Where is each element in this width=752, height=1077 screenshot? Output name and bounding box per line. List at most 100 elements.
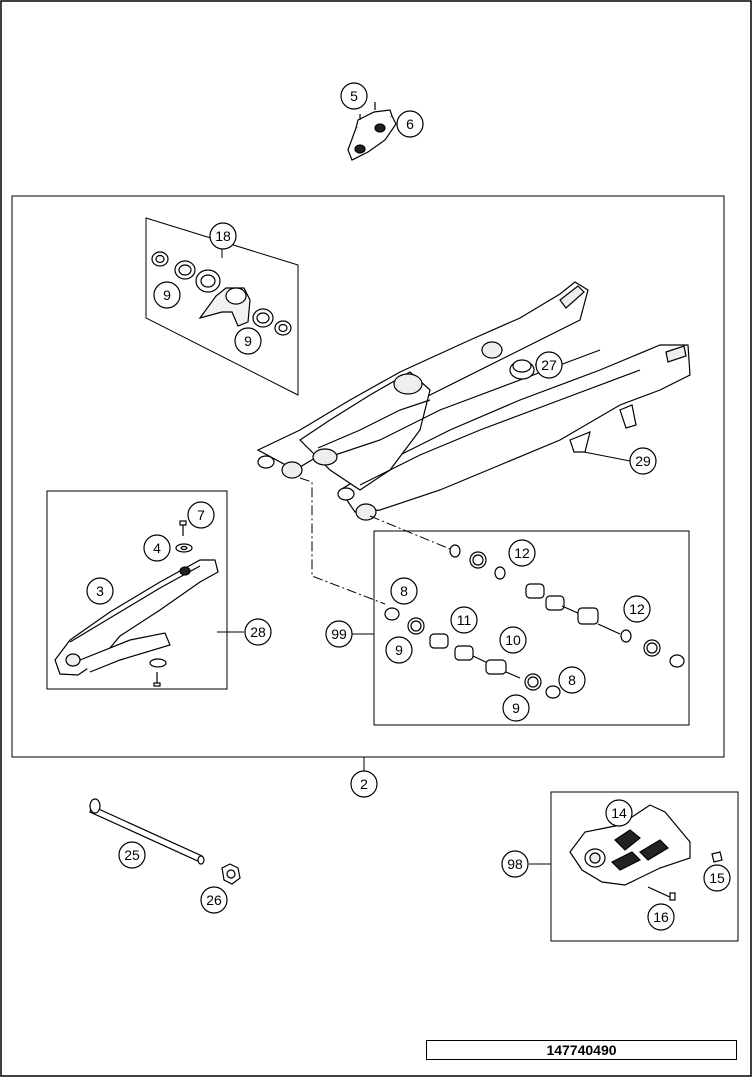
callout-circle — [623, 595, 651, 623]
callout-circle — [340, 82, 368, 110]
callout-circle — [396, 110, 424, 138]
bearing-kit-parts — [151, 251, 292, 336]
clamp-part — [347, 102, 397, 161]
callout-9: 9 — [153, 281, 181, 309]
callout-label: 2 — [360, 776, 368, 792]
chain-guide-part — [569, 804, 723, 901]
callout-label: 25 — [124, 847, 140, 863]
callout-6: 6 — [396, 110, 424, 138]
chain-guide-frame — [550, 791, 739, 942]
callout-5: 5 — [340, 82, 368, 110]
callout-label: 9 — [163, 287, 171, 303]
callout-circle — [153, 281, 181, 309]
callout-label: 4 — [153, 540, 161, 556]
callout-circle — [605, 799, 633, 827]
callout-9: 9 — [385, 636, 413, 664]
callout-circle — [86, 577, 114, 605]
callout-circle — [209, 222, 237, 250]
callout-label: 29 — [635, 453, 651, 469]
chain-slider-part — [54, 520, 219, 687]
callout-circle — [703, 864, 731, 892]
callout-9: 9 — [502, 694, 530, 722]
callout-28: 28 — [244, 618, 272, 646]
axle-part — [89, 798, 205, 865]
bearing-kit-frame — [145, 217, 299, 396]
callout-circle — [200, 886, 228, 914]
callout-circle — [629, 447, 657, 475]
axle-nut-part — [221, 863, 241, 885]
callout-label: 5 — [350, 88, 358, 104]
callout-18: 18 — [209, 222, 237, 250]
swingarm-group-frame — [11, 195, 725, 758]
callout-8: 8 — [558, 666, 586, 694]
callout-26: 26 — [200, 886, 228, 914]
callout-7: 7 — [187, 501, 215, 529]
callout-label: 6 — [406, 116, 414, 132]
bushing-kit-frame — [373, 530, 690, 726]
callout-10: 10 — [499, 626, 527, 654]
swingarm-body — [256, 281, 691, 521]
callout-99: 99 — [325, 620, 353, 648]
callout-circle — [143, 534, 171, 562]
callout-29: 29 — [629, 447, 657, 475]
callout-circle — [244, 618, 272, 646]
callout-2: 2 — [350, 770, 378, 798]
callout-circle — [450, 606, 478, 634]
callout-label: 9 — [395, 642, 403, 658]
callout-circle — [502, 694, 530, 722]
callout-label: 18 — [215, 228, 231, 244]
document-number: 147740490 — [426, 1040, 737, 1060]
callout-8: 8 — [390, 577, 418, 605]
callout-circle — [508, 539, 536, 567]
callout-circle — [325, 620, 353, 648]
callout-27: 27 — [535, 351, 563, 379]
callout-98: 98 — [501, 850, 529, 878]
callout-circle — [501, 850, 529, 878]
callout-circle — [187, 501, 215, 529]
callout-circle — [350, 770, 378, 798]
callout-11: 11 — [450, 606, 478, 634]
callout-circle — [385, 636, 413, 664]
callout-circle — [234, 327, 262, 355]
chain-slider-frame — [46, 490, 228, 690]
callout-label: 8 — [400, 583, 408, 599]
callout-label: 10 — [505, 632, 521, 648]
callout-circle — [390, 577, 418, 605]
callout-12: 12 — [623, 595, 651, 623]
callout-label: 8 — [568, 672, 576, 688]
callout-label: 14 — [611, 805, 627, 821]
callout-circle — [558, 666, 586, 694]
bearing-27-part — [509, 359, 535, 380]
callout-circle — [647, 903, 675, 931]
alignment-lines — [299, 477, 451, 605]
callout-label: 12 — [514, 545, 530, 561]
callout-label: 99 — [331, 626, 347, 642]
callout-label: 28 — [250, 624, 266, 640]
callout-16: 16 — [647, 903, 675, 931]
callout-label: 9 — [244, 333, 252, 349]
callout-circle — [118, 841, 146, 869]
callout-label: 7 — [197, 507, 205, 523]
callout-3: 3 — [86, 577, 114, 605]
callout-circle — [535, 351, 563, 379]
callout-15: 15 — [703, 864, 731, 892]
leader-lines — [217, 248, 631, 865]
callout-label: 15 — [709, 870, 725, 886]
callout-label: 11 — [457, 612, 472, 628]
callout-circle — [499, 626, 527, 654]
callout-4: 4 — [143, 534, 171, 562]
callout-label: 9 — [512, 700, 520, 716]
callout-label: 27 — [541, 357, 557, 373]
callout-12: 12 — [508, 539, 536, 567]
callout-label: 26 — [206, 892, 222, 908]
callout-label: 16 — [653, 909, 669, 925]
callout-9: 9 — [234, 327, 262, 355]
callout-25: 25 — [118, 841, 146, 869]
callout-label: 98 — [507, 856, 523, 872]
callout-label: 3 — [96, 583, 104, 599]
bushing-kit-parts — [384, 544, 685, 699]
callout-14: 14 — [605, 799, 633, 827]
callouts-layer: 5618992729743281281112999108921425981526… — [86, 82, 731, 931]
